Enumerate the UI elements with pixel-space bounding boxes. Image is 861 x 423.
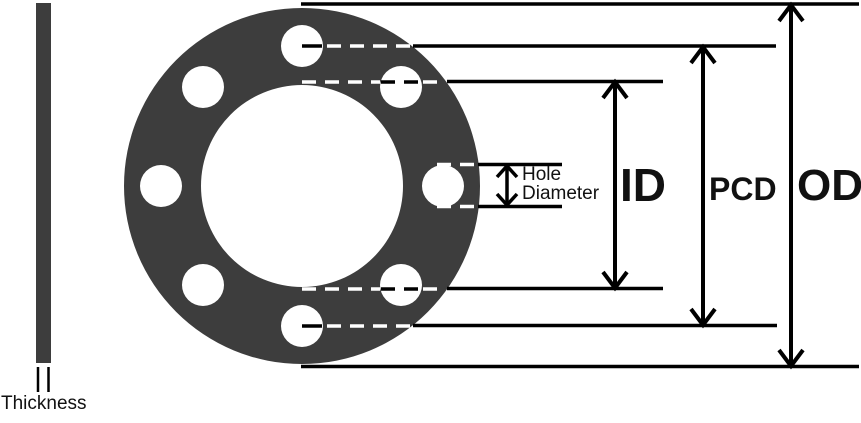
hole-diameter-label: Hole Diameter	[522, 165, 599, 203]
od-dimension	[301, 1, 859, 370]
hole-centerlines	[302, 44, 477, 328]
od-arrow-down-icon	[777, 348, 805, 370]
od-label: OD	[797, 161, 861, 210]
flange-face	[124, 8, 480, 364]
hole-diameter-dimension	[478, 162, 562, 209]
id-arrow-up-icon	[601, 78, 629, 100]
pcd-dimension	[413, 43, 777, 329]
hole-diameter-label-line2: Diameter	[522, 183, 600, 204]
id-label: ID	[620, 159, 666, 211]
thickness-extension-lines	[36, 367, 50, 392]
pcd-arrow-down-icon	[689, 307, 717, 329]
hole-arrow-up-icon	[495, 163, 519, 179]
hole-diameter-label-line1: Hole	[522, 164, 562, 185]
thickness-label: Thickness	[1, 393, 87, 414]
id-dimension	[447, 78, 663, 292]
pcd-arrow-up-icon	[689, 43, 717, 65]
flange-side-view-bar	[36, 3, 51, 363]
id-arrow-down-icon	[601, 270, 629, 292]
hole-arrow-down-icon	[495, 192, 519, 208]
od-arrow-up-icon	[777, 1, 805, 23]
pcd-label: PCD	[709, 171, 777, 207]
